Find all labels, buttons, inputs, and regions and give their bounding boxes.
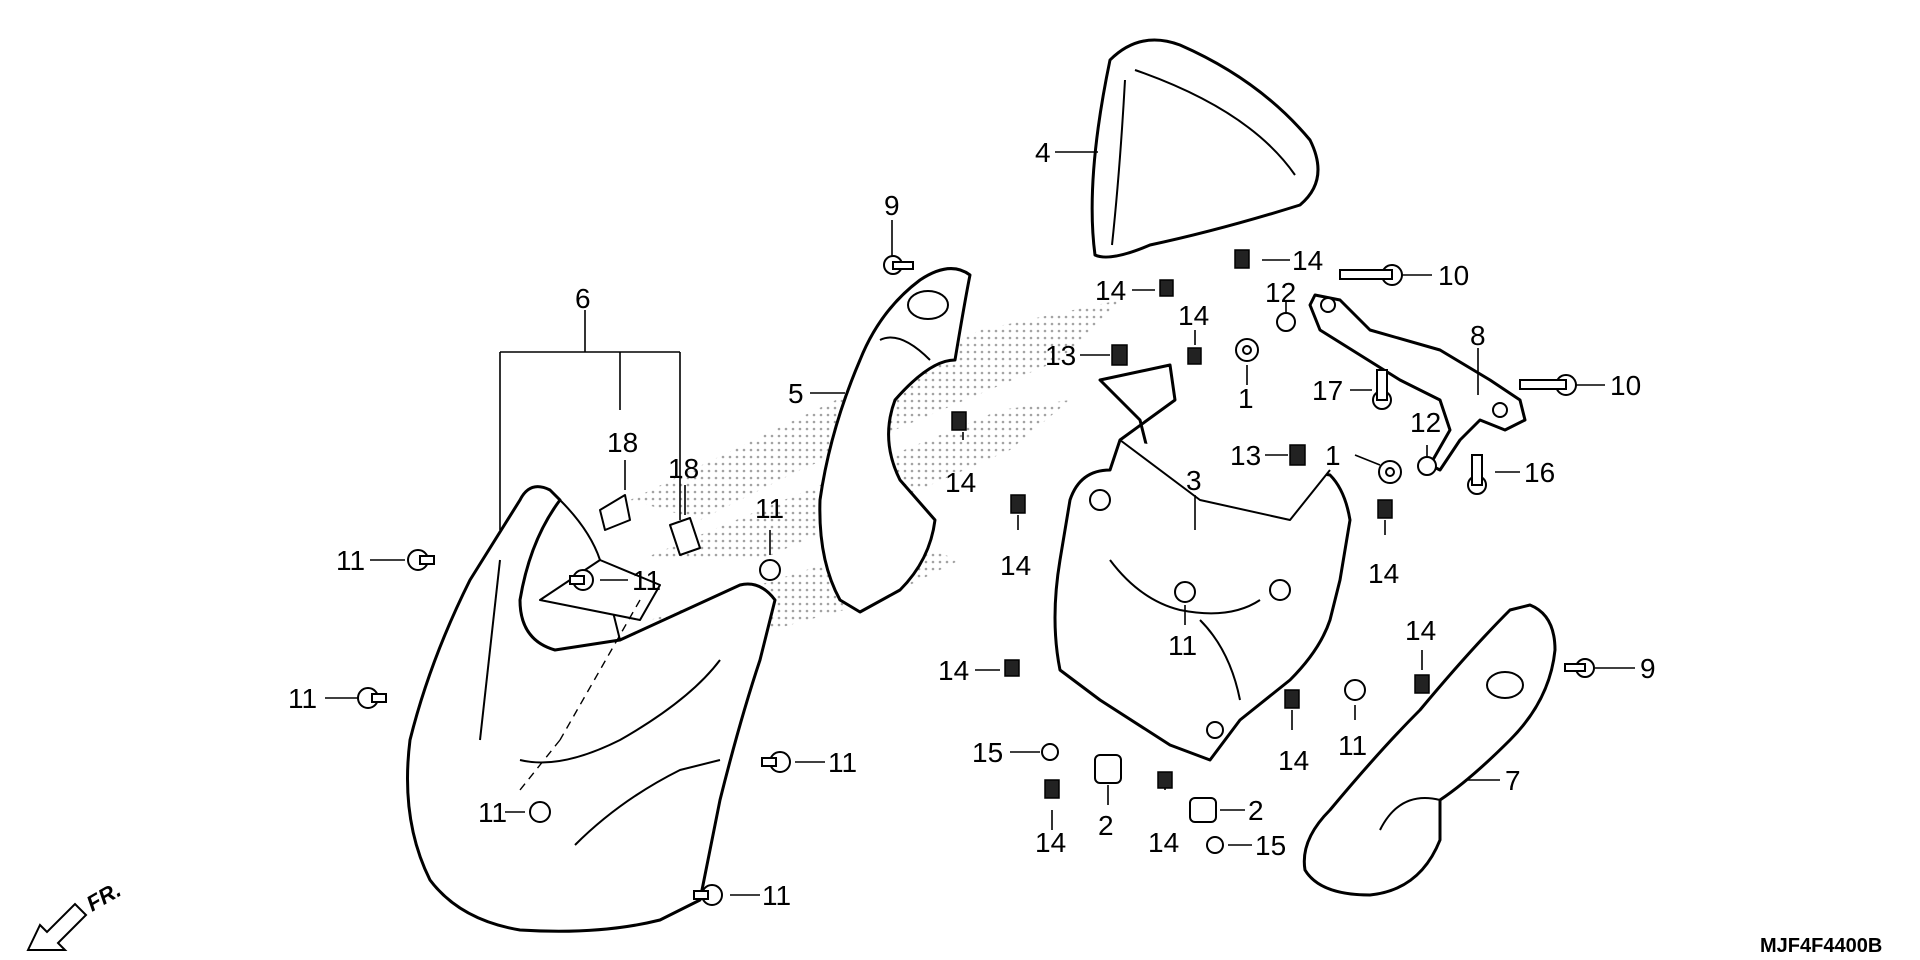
bolt-icon (1564, 658, 1595, 678)
callout-14-d[interactable]: 14 (945, 467, 976, 498)
callout-14-h[interactable]: 14 (1278, 745, 1309, 776)
grommet-icon (1094, 754, 1122, 784)
bolt-icon (1372, 369, 1392, 410)
screw-icon (759, 559, 781, 581)
callout-7[interactable]: 7 (1505, 765, 1521, 796)
callout-2-b[interactable]: 2 (1248, 795, 1264, 826)
callout-14-a[interactable]: 14 (1292, 245, 1323, 276)
callout-11-h[interactable]: 11 (1168, 630, 1197, 661)
callout-11-c[interactable]: 11 (755, 493, 784, 524)
callout-11-i[interactable]: 11 (1338, 730, 1367, 761)
screw-icon (1344, 679, 1366, 701)
callout-6[interactable]: 6 (575, 283, 591, 314)
nut-icon (1235, 338, 1259, 362)
grommet-icon (1276, 312, 1296, 332)
callout-14-b[interactable]: 14 (1095, 275, 1126, 306)
upper-cowl-part[interactable] (406, 485, 777, 933)
callout-8[interactable]: 8 (1470, 320, 1486, 351)
callout-11-f[interactable]: 11 (478, 797, 507, 828)
callout-14-g[interactable]: 14 (1148, 827, 1179, 858)
callout-12-b[interactable]: 12 (1410, 407, 1441, 438)
callout-10-a[interactable]: 10 (1438, 260, 1469, 291)
callout-15-b[interactable]: 15 (1255, 830, 1286, 861)
callout-14-c[interactable]: 14 (1178, 300, 1209, 331)
callout-18-a[interactable]: 18 (607, 427, 638, 458)
windscreen-part[interactable] (1090, 38, 1320, 259)
direction-label: FR. (82, 877, 125, 916)
nut-icon (1378, 460, 1402, 484)
callout-11-g[interactable]: 11 (762, 880, 791, 911)
callout-11-a[interactable]: 11 (336, 545, 365, 576)
clip-icon (1041, 743, 1059, 761)
callout-9-top[interactable]: 9 (884, 190, 900, 221)
front-direction-arrow: FR. (26, 877, 125, 951)
callout-4[interactable]: 4 (1035, 137, 1051, 168)
pad-part-18a[interactable] (599, 494, 631, 531)
callout-5[interactable]: 5 (788, 378, 804, 409)
callout-1-a[interactable]: 1 (1238, 383, 1254, 414)
callout-2-a[interactable]: 2 (1098, 810, 1114, 841)
callout-13-a[interactable]: 13 (1045, 340, 1076, 371)
callout-18-b[interactable]: 18 (668, 453, 699, 484)
bolt-icon (883, 255, 914, 275)
callout-14-f[interactable]: 14 (938, 655, 969, 686)
bolt-icon (1519, 374, 1577, 396)
screw-icon (407, 549, 435, 571)
inner-cowl-part[interactable] (1302, 603, 1557, 897)
callout-14-e[interactable]: 14 (1000, 550, 1031, 581)
callout-14-j[interactable]: 14 (1405, 615, 1436, 646)
callout-11-e[interactable]: 11 (828, 747, 857, 778)
callout-11-b[interactable]: 11 (632, 565, 661, 596)
meter-stay-part[interactable] (1308, 293, 1527, 472)
callout-17[interactable]: 17 (1312, 375, 1343, 406)
grommet-icon (1417, 456, 1437, 476)
callout-9-right[interactable]: 9 (1640, 653, 1656, 684)
callout-13-b[interactable]: 13 (1230, 440, 1261, 471)
callout-3[interactable]: 3 (1186, 465, 1202, 496)
screw-icon (761, 751, 791, 773)
callout-14-k[interactable]: 14 (1035, 827, 1066, 858)
diagram-code: MJF4F4400B (1760, 935, 1882, 957)
bolt-icon (1467, 454, 1487, 495)
callout-1-b[interactable]: 1 (1325, 440, 1341, 471)
callout-16[interactable]: 16 (1524, 457, 1555, 488)
middle-cowl-part[interactable] (818, 267, 972, 614)
callout-10-b[interactable]: 10 (1610, 370, 1641, 401)
pad-part-18b[interactable] (669, 517, 701, 556)
bolt-icon (1339, 264, 1403, 286)
callout-14-i[interactable]: 14 (1368, 558, 1399, 589)
screw-icon (529, 801, 551, 823)
grommet-icon (1189, 797, 1217, 823)
callout-12-a[interactable]: 12 (1265, 277, 1296, 308)
screw-icon (569, 569, 594, 591)
screw-icon (357, 687, 387, 709)
cowl-stay-part[interactable] (1053, 363, 1352, 762)
clip-icon (1206, 836, 1224, 854)
callout-15-a[interactable]: 15 (972, 737, 1003, 768)
screw-icon (1174, 581, 1196, 603)
screw-icon (693, 884, 723, 906)
callout-group: 4 9 9 14 14 14 14 14 14 14 14 (288, 137, 1656, 911)
callout-11-d[interactable]: 11 (288, 683, 317, 714)
